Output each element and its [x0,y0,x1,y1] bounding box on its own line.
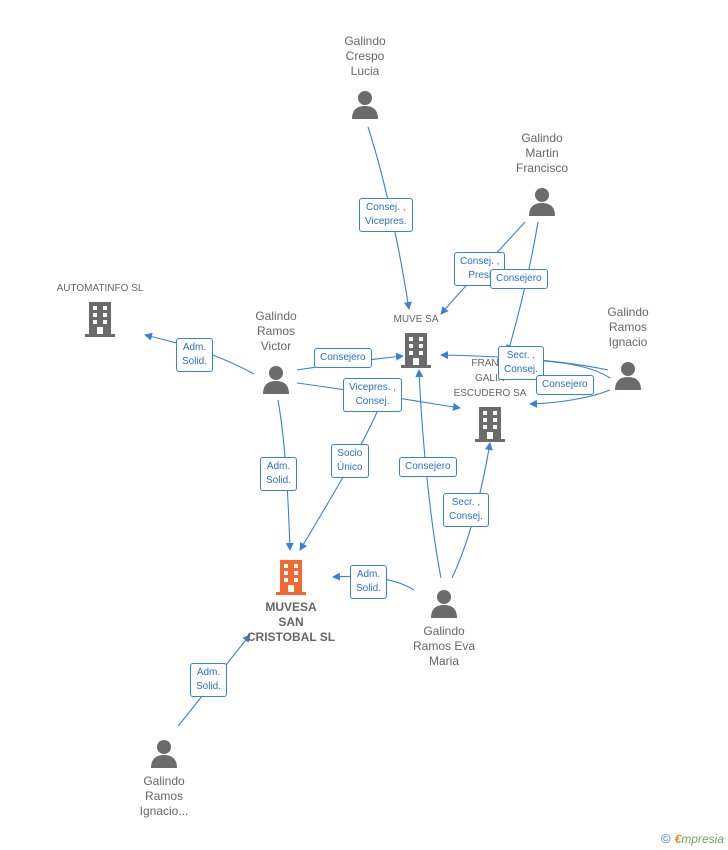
person-icon [352,91,378,119]
company-node-muve-sa[interactable]: MUVE SA [376,312,456,369]
brand-name: mpresia [681,832,724,846]
node-label: Galindo Martin Francisco [515,131,568,175]
node-label: MUVE SA [393,314,439,325]
building-icon [401,333,431,368]
edge-label[interactable]: Socio Único [331,444,369,478]
person-icon [431,590,457,618]
node-label: Galindo Crespo Lucia [344,34,386,78]
edge-label[interactable]: Consejero [536,375,594,395]
edge-label[interactable]: Secr. , Consej. [443,493,489,527]
node-label: Galindo Ramos Ignacio... [139,774,189,818]
edge-label[interactable]: Consejero [399,457,457,477]
company-node-muvesa-san-cristobal-sl[interactable]: MUVESA SAN CRISTOBAL SL [236,558,346,645]
edge-label[interactable]: Consej. , Vicepres. [359,198,413,232]
person-node-galindo-ramos-ignacio-2[interactable]: Galindo Ramos Ignacio... [122,738,206,819]
person-node-galindo-ramos-eva-maria[interactable]: Galindo Ramos Eva Maria [402,588,486,669]
person-node-galindo-martin-francisco[interactable]: Galindo Martin Francisco [502,131,582,216]
node-label: Galindo Ramos Eva Maria [412,624,476,668]
person-node-galindo-crespo-lucia[interactable]: Galindo Crespo Lucia [325,34,405,119]
edge-line [529,389,611,408]
edge-label[interactable]: Adm. Solid. [176,338,214,372]
node-label: Galindo Ramos Ignacio [607,305,649,349]
edge-line [415,369,442,579]
person-node-galindo-ramos-victor[interactable]: Galindo Ramos Victor [236,309,316,394]
brand-footer: ©€mpresia [661,831,724,846]
edge-label[interactable]: Secr. , Consej. [498,346,544,380]
person-node-galindo-ramos-ignacio[interactable]: Galindo Ramos Ignacio [588,305,668,390]
person-icon [529,188,555,216]
person-icon [615,362,641,390]
building-icon [475,407,505,442]
edge-label[interactable]: Consejero [314,348,372,368]
edge-label[interactable]: Vicepres. , Consej. [343,378,403,412]
brand-e-icon: € [674,832,682,846]
node-label: FRANCI GALIN ESCUDERO SA [453,358,527,399]
node-label: MUVESA SAN CRISTOBAL SL [246,600,336,644]
building-icon [276,560,306,595]
company-node-automatinfo-sl[interactable]: AUTOMATINFO SL [40,281,160,338]
node-label: AUTOMATINFO SL [56,283,144,294]
edge-label[interactable]: Consejero [490,269,548,289]
edge-label[interactable]: Adm. Solid. [190,663,228,697]
building-icon [85,302,115,337]
person-icon [263,366,289,394]
edge-label[interactable]: Adm. Solid. [260,457,298,491]
edge-label[interactable]: Adm. Solid. [350,565,388,599]
edge-line [506,221,539,353]
copyright-icon: © [661,831,671,846]
node-label: Galindo Ramos Victor [255,309,297,353]
edge-line [299,409,379,551]
company-node-francisco-galindo-escudero-sa[interactable]: FRANCI GALIN ESCUDERO SA [440,356,540,443]
person-icon [151,740,177,768]
